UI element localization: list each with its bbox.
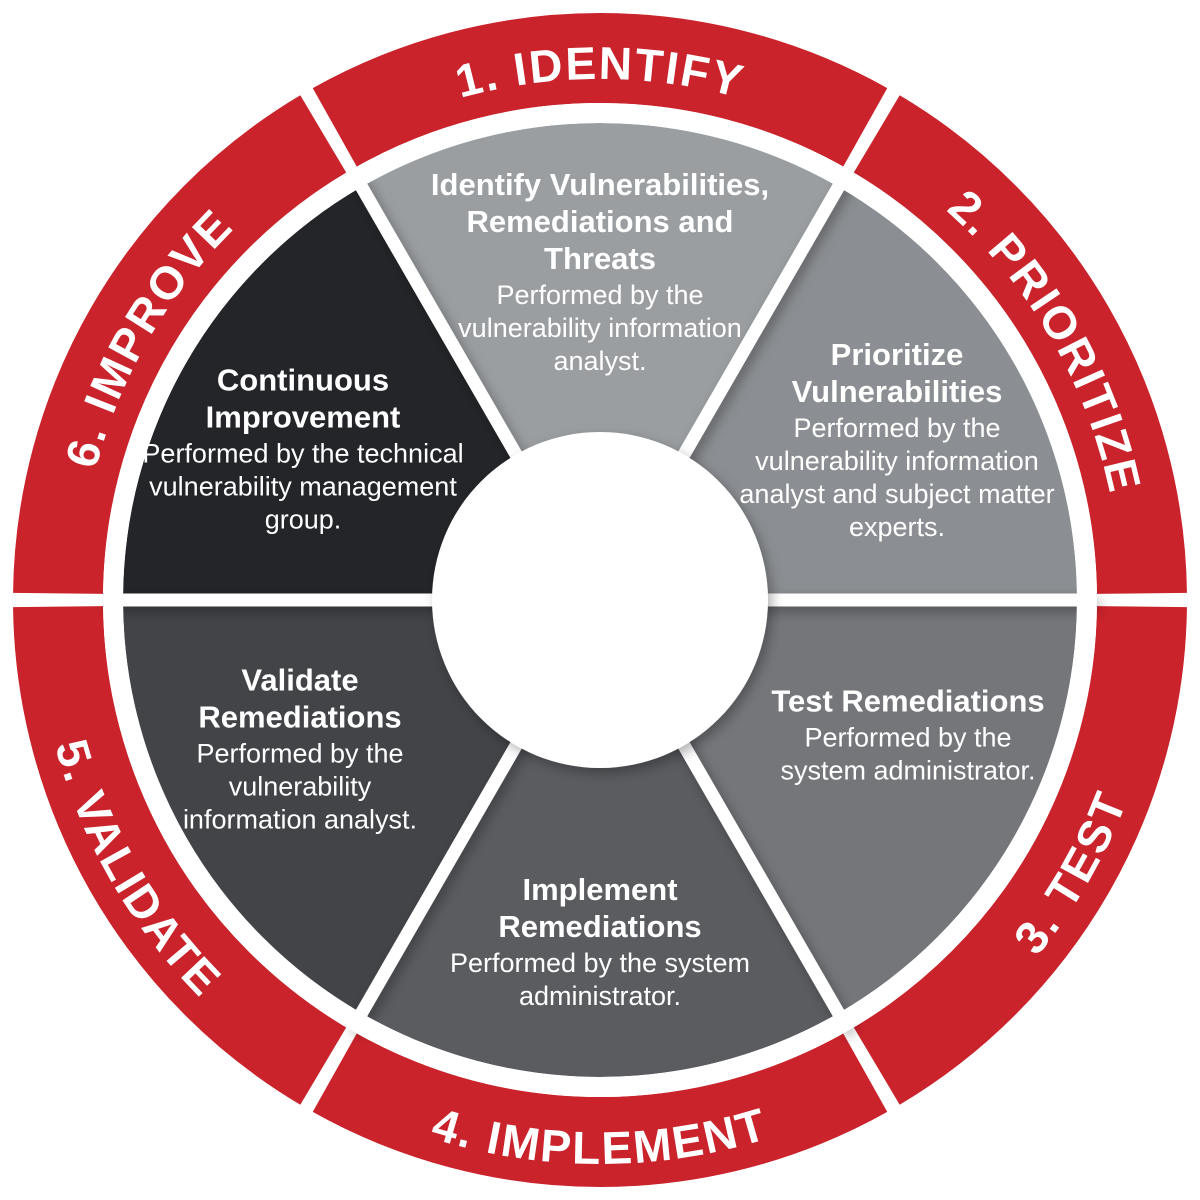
ring-segment-prioritize bbox=[853, 95, 1187, 595]
ring-segment-implement bbox=[312, 1033, 888, 1187]
wedge-identify bbox=[361, 122, 839, 600]
center-circle bbox=[432, 432, 768, 768]
ring-segment-improve bbox=[13, 95, 347, 595]
ring-segment-identify bbox=[312, 13, 888, 167]
outer-ring bbox=[13, 13, 1187, 1187]
ring-segment-test bbox=[853, 605, 1187, 1105]
ring-wedge-gap bbox=[103, 103, 1097, 1097]
ring-segment-validate bbox=[13, 605, 347, 1105]
wedge-implement bbox=[361, 600, 839, 1078]
